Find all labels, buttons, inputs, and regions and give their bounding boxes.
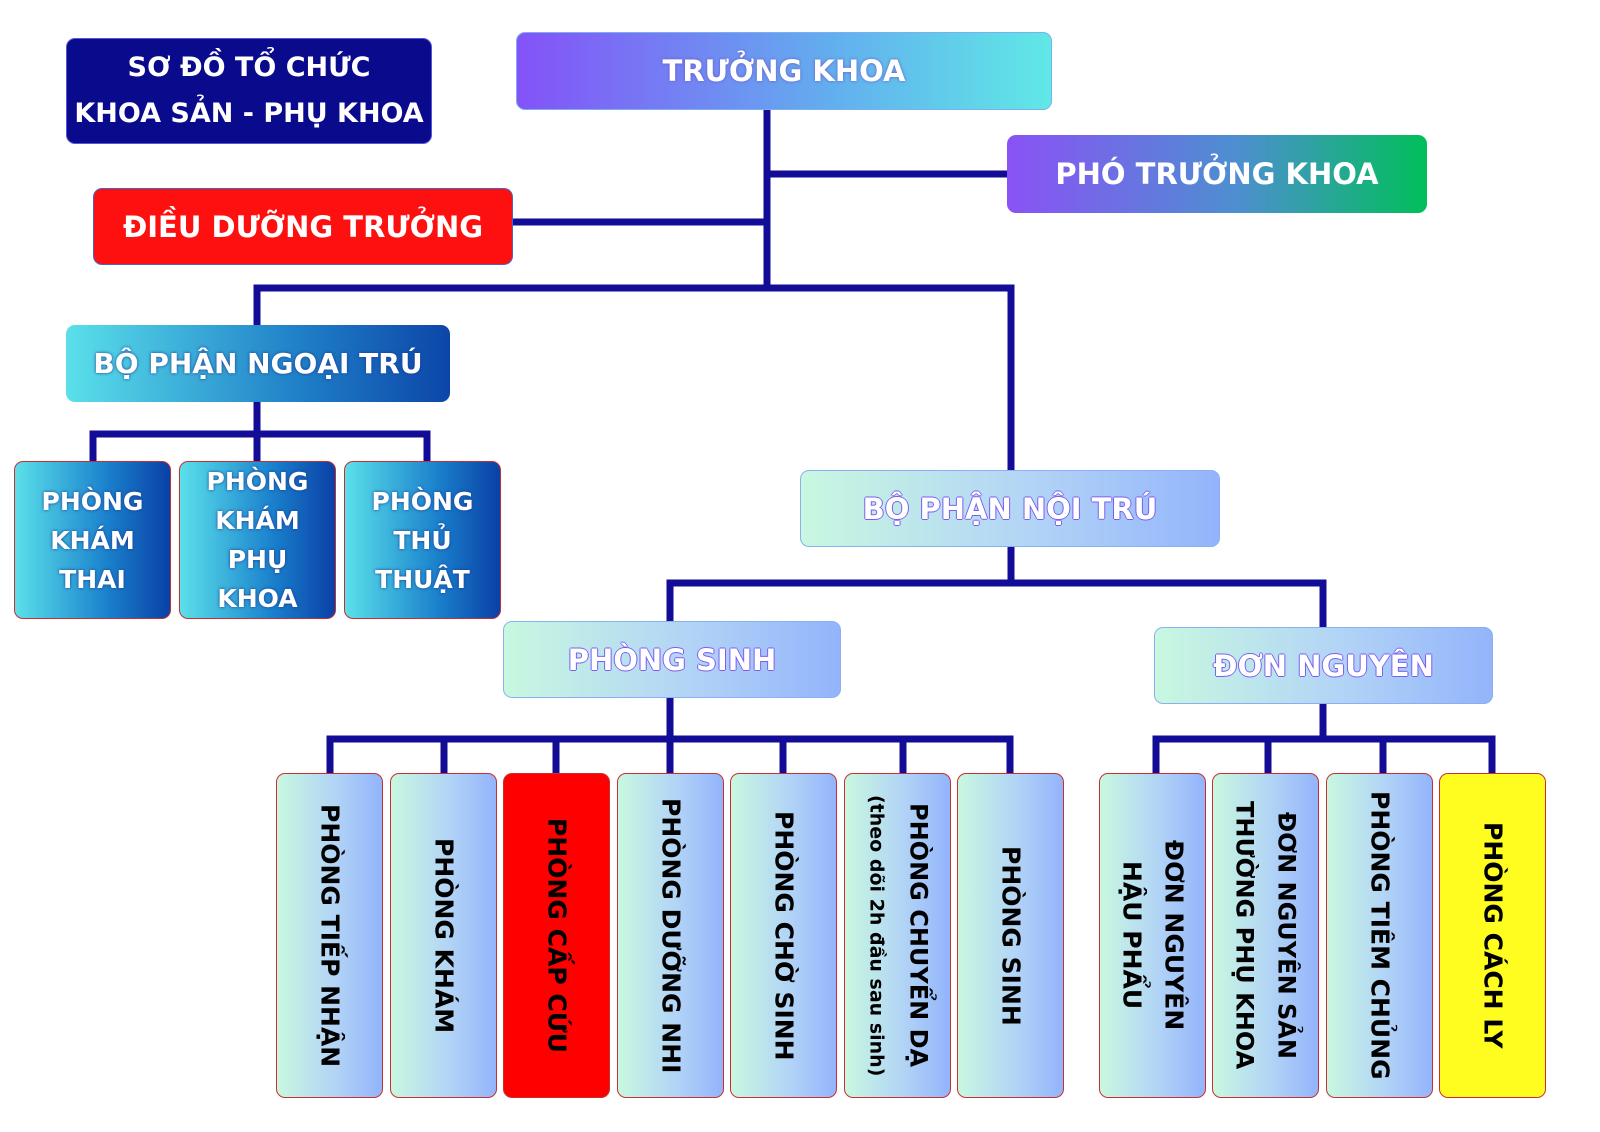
- room-label-line: THAI: [59, 564, 126, 594]
- outpatient-division-label: BỘ PHẬN NGOẠI TRÚ: [93, 347, 423, 380]
- labor-room-label: PHÒNG CHUYỂN DẠ (theo dõi 2h đầu sau sinh…: [856, 795, 940, 1076]
- chart-title-line-1: SƠ ĐỒ TỔ CHỨC: [127, 52, 371, 83]
- isolation-room-node: PHÒNG CÁCH LY: [1439, 773, 1546, 1098]
- head-nurse-node: ĐIỀU DƯỠNG TRƯỞNG: [93, 188, 513, 265]
- inpatient-division-label: BỘ PHẬN NỘI TRÚ: [862, 491, 1158, 526]
- room-label-line: PHÒNG: [41, 486, 144, 516]
- post-op-unit-node: ĐƠN NGUYÊN HẬU PHẨU: [1099, 773, 1206, 1098]
- room-label-line: THUẬT: [375, 564, 470, 594]
- chart-title: SƠ ĐỒ TỔ CHỨC KHOA SẢN - PHỤ KHOA: [66, 38, 432, 144]
- procedure-room-node: PHÒNG THỦ THUẬT: [344, 461, 501, 619]
- newborn-care-room-label: PHÒNG DƯỠNG NHI: [656, 797, 686, 1074]
- reception-room-label: PHÒNG TIẾP NHẬN: [315, 803, 345, 1068]
- room-label-line: KHOA: [217, 584, 298, 613]
- labor-room-note: (theo dõi 2h đầu sau sinh): [865, 794, 888, 1077]
- head-of-department-label: TRƯỞNG KHOA: [662, 54, 906, 88]
- room-label-line: PHỤ: [227, 545, 288, 574]
- room-label-line: PHÒNG: [206, 467, 309, 496]
- pre-labor-room-node: PHÒNG CHỜ SINH: [730, 773, 837, 1098]
- room-label-line: PHÒNG: [371, 486, 474, 516]
- prenatal-exam-room-node: PHÒNG KHÁM THAI: [14, 461, 171, 619]
- chart-title-line-2: KHOA SẢN - PHỤ KHOA: [74, 98, 424, 129]
- deputy-head-label: PHÓ TRƯỞNG KHOA: [1055, 157, 1379, 191]
- ward-unit-node: ĐƠN NGUYÊN: [1154, 627, 1493, 704]
- pre-labor-room-label: PHÒNG CHỜ SINH: [769, 810, 799, 1061]
- delivery-room-node: PHÒNG SINH: [957, 773, 1064, 1098]
- isolation-room-label: PHÒNG CÁCH LY: [1478, 822, 1508, 1049]
- head-nurse-label: ĐIỀU DƯỠNG TRƯỞNG: [122, 209, 484, 244]
- room-label-line: THỦ: [393, 525, 452, 555]
- vaccination-room-node: PHÒNG TIÊM CHỦNG: [1326, 773, 1433, 1098]
- gynecology-exam-room-node: PHÒNG KHÁM PHỤ KHOA: [179, 461, 336, 619]
- inpatient-division-node: BỘ PHẬN NỘI TRÚ: [800, 470, 1220, 547]
- post-op-unit-label: ĐƠN NGUYÊN HẬU PHẨU: [1117, 840, 1189, 1031]
- delivery-room-label: PHÒNG SINH: [996, 845, 1026, 1026]
- delivery-unit-node: PHÒNG SINH: [503, 621, 841, 698]
- obstetrics-gynecology-unit-label: ĐƠN NGUYÊN SẢN THƯỜNG PHỤ KHOA: [1230, 801, 1301, 1070]
- vaccination-room-label: PHÒNG TIÊM CHỦNG: [1365, 791, 1395, 1080]
- labor-room-title: PHÒNG CHUYỂN DẠ: [904, 803, 933, 1068]
- head-of-department-node: TRƯỞNG KHOA: [516, 32, 1052, 110]
- emergency-room-label: PHÒNG CẤP CỨU: [542, 818, 572, 1053]
- exam-room-node: PHÒNG KHÁM: [390, 773, 497, 1098]
- labor-room-node: PHÒNG CHUYỂN DẠ (theo dõi 2h đầu sau sinh…: [844, 773, 951, 1098]
- room-label-line: KHÁM: [215, 506, 300, 535]
- deputy-head-node: PHÓ TRƯỞNG KHOA: [1007, 135, 1427, 213]
- newborn-care-room-node: PHÒNG DƯỠNG NHI: [617, 773, 724, 1098]
- emergency-room-node: PHÒNG CẤP CỨU: [503, 773, 610, 1098]
- exam-room-label: PHÒNG KHÁM: [429, 837, 459, 1034]
- ward-unit-label: ĐƠN NGUYÊN: [1213, 648, 1434, 683]
- reception-room-node: PHÒNG TIẾP NHẬN: [276, 773, 383, 1098]
- outpatient-division-node: BỘ PHẬN NGOẠI TRÚ: [66, 325, 450, 402]
- obstetrics-gynecology-unit-node: ĐƠN NGUYÊN SẢN THƯỜNG PHỤ KHOA: [1212, 773, 1319, 1098]
- room-label-line: KHÁM: [50, 525, 135, 555]
- delivery-unit-label: PHÒNG SINH: [567, 642, 777, 677]
